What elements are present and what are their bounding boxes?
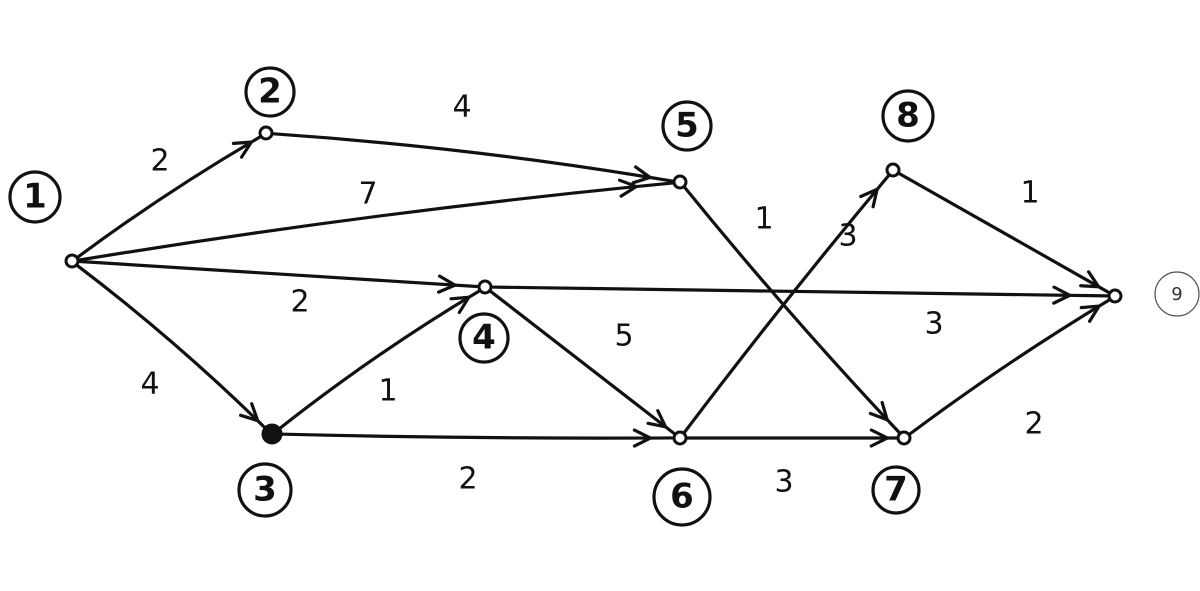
node-3-label-ring <box>237 462 293 518</box>
node-1-vertex <box>64 253 80 269</box>
edge-1-to-5 <box>76 181 674 262</box>
node-4-label-ring <box>458 312 510 364</box>
edge-weight-4-to-9: 3 <box>924 307 943 342</box>
node-9-label: 9 <box>1171 284 1182 305</box>
node-5-label: 5 <box>675 106 699 146</box>
node-3-vertex <box>261 423 283 445</box>
edge-weight-2-to-5: 4 <box>452 90 471 125</box>
node-1-label: 1 <box>23 177 47 217</box>
node-6-label-ring <box>652 467 712 527</box>
node-9-label-ring <box>1154 271 1200 317</box>
arrowhead-6-to-8 <box>859 186 880 209</box>
node-8-vertex <box>885 162 901 178</box>
node-7-label: 7 <box>884 470 908 510</box>
node-5-label-ring <box>661 100 713 152</box>
edge-weight-4-to-6: 5 <box>614 319 633 354</box>
node-9-vertex <box>1107 288 1123 304</box>
arrowhead-3-to-6 <box>632 428 654 448</box>
arrowhead-1-to-2 <box>231 140 255 159</box>
edge-8-to-9 <box>896 171 1110 294</box>
nodes-layer <box>64 125 1123 446</box>
edge-2-to-5 <box>270 132 674 183</box>
arrowhead-5-to-7 <box>868 400 890 423</box>
node-4-vertex <box>477 279 493 295</box>
edge-1-to-4 <box>76 259 479 289</box>
edge-1-to-3 <box>74 263 268 431</box>
edge-3-to-4 <box>275 289 481 433</box>
arrowhead-1-to-4 <box>437 274 459 294</box>
node-2-vertex <box>258 125 274 141</box>
edge-7-to-9 <box>907 298 1110 437</box>
edge-4-to-6 <box>488 289 676 435</box>
edge-weight-3-to-4: 1 <box>378 374 397 409</box>
edge-weight-6-to-7: 3 <box>774 465 793 500</box>
labels-layer: 1 2 3 4 5 6 7 8 9 <box>8 66 1200 527</box>
edge-4-to-9 <box>489 285 1109 298</box>
edge-1-to-2 <box>75 135 261 260</box>
edge-weight-3-to-6: 2 <box>458 462 477 497</box>
edge-3-to-6 <box>276 432 674 440</box>
edge-weight-8-to-9: 1 <box>1020 176 1039 211</box>
arrowhead-2-to-5 <box>631 165 654 185</box>
weights-layer: 2 7 2 4 4 1 2 3 5 1 3 3 1 2 <box>140 90 1043 500</box>
arrowhead-6-to-7 <box>869 428 891 448</box>
arrowhead-1-to-5 <box>617 178 640 198</box>
edge-weight-5-to-7: 1 <box>754 202 773 237</box>
arrowhead-8-to-9 <box>1079 270 1102 289</box>
node-7-label-ring <box>871 465 921 515</box>
edge-weight-1-to-3: 4 <box>140 367 159 402</box>
edges-layer <box>74 132 1110 448</box>
node-8-label: 8 <box>896 96 920 136</box>
node-6-vertex <box>672 430 688 446</box>
edge-5-to-7 <box>682 184 901 434</box>
node-1-label-ring <box>8 170 62 224</box>
edge-weight-6-to-8: 3 <box>838 219 857 254</box>
arrowhead-7-to-9 <box>1079 304 1103 323</box>
node-4-label: 4 <box>472 318 496 358</box>
edge-6-to-8 <box>682 174 890 435</box>
node-5-vertex <box>672 174 688 190</box>
arrowhead-4-to-6 <box>646 409 669 429</box>
edge-weight-7-to-9: 2 <box>1024 407 1043 442</box>
arrowhead-1-to-3 <box>239 402 261 424</box>
edge-weight-1-to-5: 7 <box>358 177 377 212</box>
node-2-label-ring <box>244 66 296 118</box>
edge-weight-1-to-4: 2 <box>290 285 309 320</box>
node-8-label-ring <box>881 89 935 143</box>
node-6-label: 6 <box>670 477 694 517</box>
node-7-vertex <box>896 430 912 446</box>
arrowhead-4-to-9 <box>1052 285 1074 305</box>
arrowhead-3-to-4 <box>449 295 472 315</box>
edge-weight-1-to-2: 2 <box>150 144 169 179</box>
node-3-label: 3 <box>253 470 277 510</box>
node-2-label: 2 <box>258 72 282 112</box>
